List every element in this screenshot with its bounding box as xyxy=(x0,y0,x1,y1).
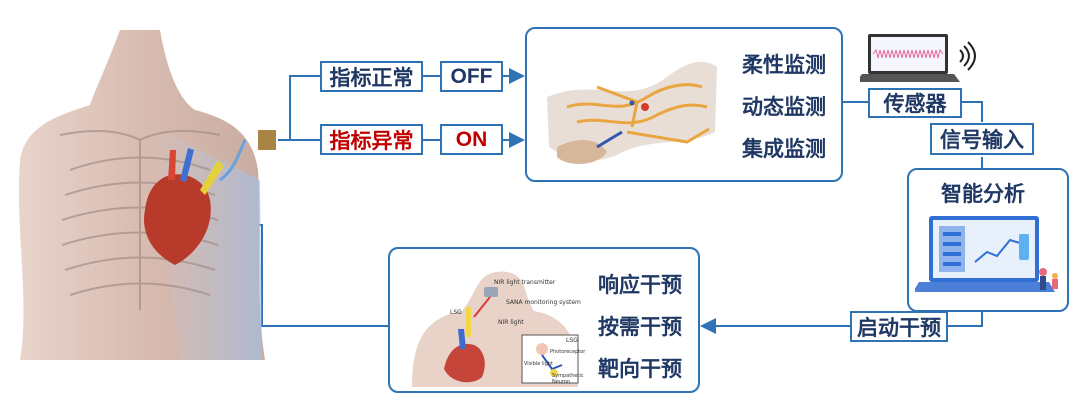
intervention-item-targeted: 靶向干预 xyxy=(598,358,682,381)
analytics-dashboard-illustration xyxy=(915,216,1058,292)
signal-input-label: 信号输入 xyxy=(930,123,1034,155)
monitoring-card: 柔性监测 动态监测 集成监测 xyxy=(525,27,843,182)
indicator-normal-state: OFF xyxy=(440,61,503,92)
flexible-sensor-illustration xyxy=(547,61,717,164)
sana-system-label: SANA monitoring system xyxy=(506,299,581,306)
monitor-laptop-icon xyxy=(856,32,980,87)
photoreceptor-label: Photoreceptor xyxy=(550,349,586,355)
lsg-inset-label: LSG xyxy=(566,337,578,344)
indicator-abnormal-state: ON xyxy=(440,124,503,155)
intervention-card: NIR light transmitter SANA monitoring sy… xyxy=(388,247,700,393)
start-intervention-label: 启动干预 xyxy=(850,311,948,342)
monitoring-item-integrated: 集成监测 xyxy=(742,138,826,161)
torso-illustration xyxy=(0,30,280,360)
nir-transmitter-label: NIR light transmitter xyxy=(494,279,556,286)
intervention-item-on-demand: 按需干预 xyxy=(598,316,682,339)
sympathetic-neuron-label: Sympathetic Neuron xyxy=(552,373,584,385)
intelligent-analysis-card: 智能分析 xyxy=(907,168,1069,312)
monitoring-item-dynamic: 动态监测 xyxy=(742,96,826,119)
analysis-title: 智能分析 xyxy=(941,183,1025,206)
lsg-label: LSG xyxy=(450,309,462,316)
sensor-label: 传感器 xyxy=(868,88,962,118)
nir-illustration: NIR light transmitter SANA monitoring sy… xyxy=(402,269,586,387)
visible-light-label: Visible light xyxy=(524,361,554,367)
indicator-abnormal-label: 指标异常 xyxy=(320,124,423,155)
intervention-item-response: 响应干预 xyxy=(598,274,682,297)
nir-light-label: NIR light xyxy=(498,319,524,326)
monitoring-item-flexible: 柔性监测 xyxy=(742,54,826,77)
indicator-normal-label: 指标正常 xyxy=(320,61,423,92)
